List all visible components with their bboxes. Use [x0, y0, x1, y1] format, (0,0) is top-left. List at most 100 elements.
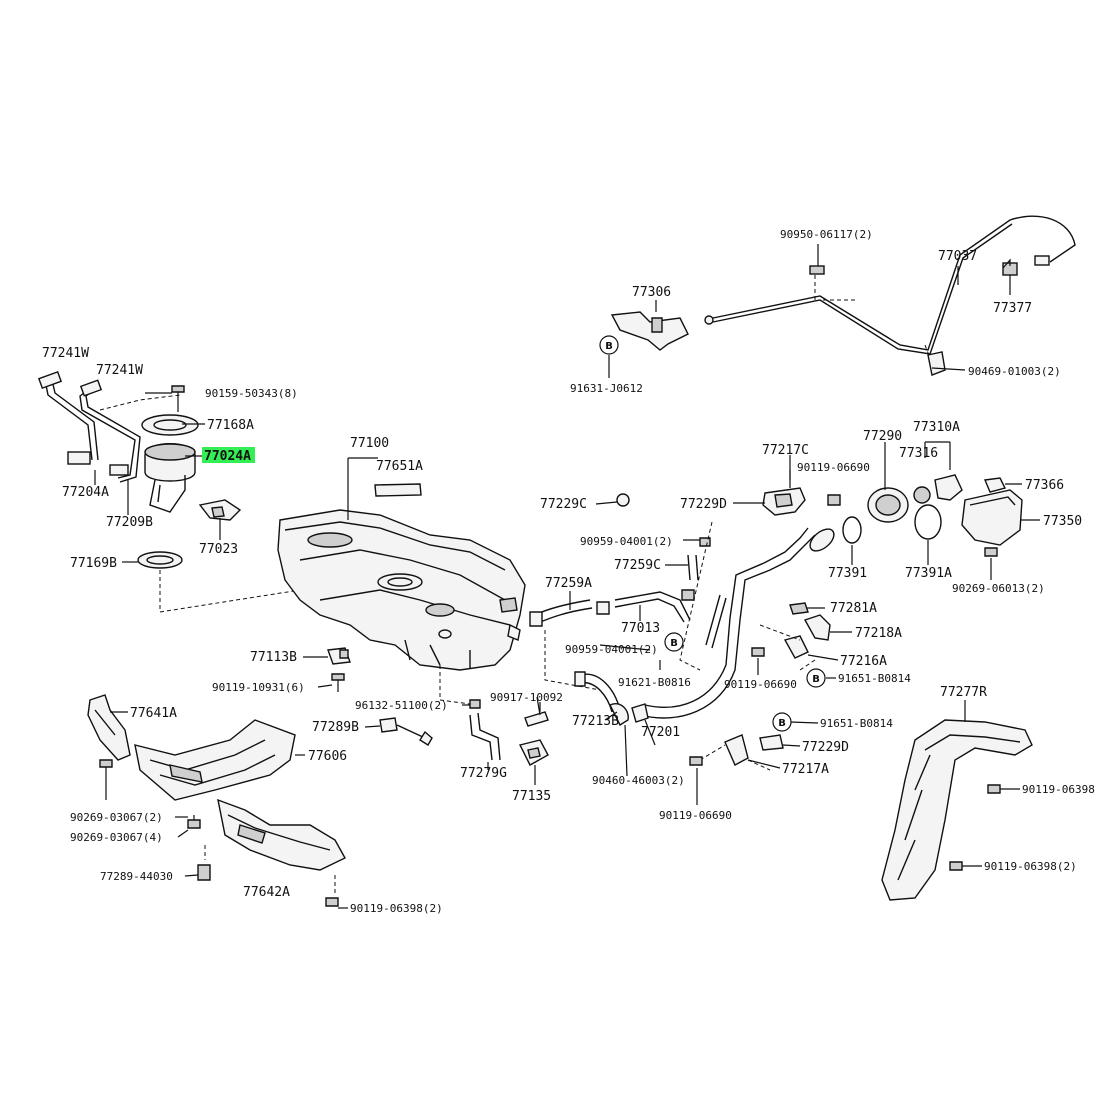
label-90460-46003[interactable]: 90460-46003(2): [592, 774, 685, 787]
label-90119-06690-c[interactable]: 90119-06690: [724, 678, 797, 691]
label-77241W-a[interactable]: 77241W: [42, 346, 89, 361]
label-77651A[interactable]: 77651A: [376, 459, 423, 474]
label-77213B[interactable]: 77213B: [572, 714, 619, 729]
label-77642A[interactable]: 77642A: [243, 885, 290, 900]
label-77023[interactable]: 77023: [199, 542, 238, 557]
fuel-pipe-77241W-a: [37, 370, 99, 465]
label-77217A[interactable]: 77217A: [782, 762, 829, 777]
label-90119-06398-c[interactable]: 90119-06398(2): [984, 860, 1077, 873]
label-77201[interactable]: 77201: [641, 725, 680, 740]
label-77366[interactable]: 77366: [1025, 478, 1064, 493]
cable-clamp: [809, 265, 825, 275]
label-77289-44030[interactable]: 77289-44030: [100, 870, 173, 883]
label-91631-J0612[interactable]: 91631-J0612: [570, 382, 643, 395]
label-90269-06013[interactable]: 90269-06013(2): [952, 582, 1045, 595]
label-77641A[interactable]: 77641A: [130, 706, 177, 721]
clamp-77229C: [616, 493, 630, 507]
label-77290[interactable]: 77290: [863, 429, 902, 444]
bracket-77218A: [803, 614, 831, 641]
fuel-door-opener-cable: [704, 215, 1076, 376]
bolt-90119-06690-a: [689, 756, 703, 766]
cap-77316: [913, 486, 931, 504]
bracket-77229D-b: [759, 734, 784, 751]
svg-text:B: B: [778, 718, 786, 729]
label-90959-04001-b[interactable]: 90959-04001(2): [565, 643, 658, 656]
label-77281A[interactable]: 77281A: [830, 601, 877, 616]
label-90269-03067-a[interactable]: 90269-03067(2): [70, 811, 163, 824]
label-77204A[interactable]: 77204A: [62, 485, 109, 500]
label-96132-51100[interactable]: 96132-51100(2): [355, 699, 448, 712]
svg-text:B: B: [812, 674, 820, 685]
clamp-77216A: [783, 635, 809, 659]
label-77209B[interactable]: 77209B: [106, 515, 153, 530]
fuel-pump-assembly-77024A: [144, 443, 196, 513]
label-77350[interactable]: 77350: [1043, 514, 1082, 529]
clip-96132: [469, 699, 481, 709]
label-77135[interactable]: 77135: [512, 789, 551, 804]
label-91651-B0814-b[interactable]: 91651-B0814: [820, 717, 893, 730]
label-77218A[interactable]: 77218A: [855, 626, 902, 641]
label-90959-04001-a[interactable]: 90959-04001(2): [580, 535, 673, 548]
label-90469-01003[interactable]: 90469-01003(2): [968, 365, 1061, 378]
fuel-door-77350: [961, 489, 1023, 546]
label-90119-10931[interactable]: 90119-10931(6): [212, 681, 305, 694]
canister-valve-77135: [518, 739, 549, 766]
label-77377[interactable]: 77377: [993, 301, 1032, 316]
label-77241W-b[interactable]: 77241W: [96, 363, 143, 378]
under-cover-77642A: [217, 798, 346, 871]
label-77229C[interactable]: 77229C: [540, 497, 587, 512]
label-90159-50343[interactable]: 90159-50343(8): [205, 387, 298, 400]
label-77306[interactable]: 77306: [632, 285, 671, 300]
label-90119-06690-b[interactable]: 90119-06690: [797, 461, 870, 474]
label-90119-06690-a[interactable]: 90119-06690: [659, 809, 732, 822]
label-77024A[interactable]: 77024A: [204, 449, 251, 464]
label-77289B[interactable]: 77289B: [312, 720, 359, 735]
label-77217C[interactable]: 77217C: [762, 443, 809, 458]
label-77216A[interactable]: 77216A: [840, 654, 887, 669]
label-77391[interactable]: 77391: [828, 566, 867, 581]
label-77168A[interactable]: 77168A: [207, 418, 254, 433]
label-77229D-a[interactable]: 77229D: [680, 497, 727, 512]
label-91651-B0814-a[interactable]: 91651-B0814: [838, 672, 911, 685]
retainer-ring-77168A: [141, 414, 199, 436]
clip-77289-44030: [197, 864, 211, 881]
label-90917-10092[interactable]: 90917-10092: [490, 691, 563, 704]
svg-text:B: B: [605, 341, 613, 352]
pipe-connector: [67, 451, 91, 465]
label-77279G[interactable]: 77279G: [460, 766, 507, 781]
label-77316[interactable]: 77316: [899, 446, 938, 461]
label-77113B[interactable]: 77113B: [250, 650, 297, 665]
bolt-90119-06690-c: [751, 647, 765, 657]
clamp-77113B: [327, 647, 351, 665]
label-77259C[interactable]: 77259C: [614, 558, 661, 573]
callout-b-2: B: [664, 632, 684, 652]
valve-90917: [524, 702, 549, 727]
label-77013[interactable]: 77013: [621, 621, 660, 636]
label-77259A[interactable]: 77259A: [545, 576, 592, 591]
label-77100[interactable]: 77100: [350, 436, 389, 451]
label-90119-06398-a[interactable]: 90119-06398(2): [350, 902, 443, 915]
callout-b-4: B: [772, 712, 792, 732]
label-90950-06117[interactable]: 90950-06117(2): [780, 228, 873, 241]
label-77277R[interactable]: 77277R: [940, 685, 987, 700]
label-91621-B0816[interactable]: 91621-B0816: [618, 676, 691, 689]
hose-77279G: [469, 712, 501, 761]
fender-liner-77277R: [881, 700, 1033, 901]
label-77310A[interactable]: 77310A: [913, 420, 960, 435]
label-77391A[interactable]: 77391A: [905, 566, 952, 581]
filler-neck-77290: [867, 487, 909, 523]
label-90269-03067-b[interactable]: 90269-03067(4): [70, 831, 163, 844]
bolt-90269-03067-a: [99, 759, 113, 800]
fuel-pipe-77241W-b: [79, 379, 141, 483]
bolt-90119-06398-a: [325, 897, 339, 907]
leader-lines: [94, 244, 1040, 909]
label-77229D-b[interactable]: 77229D: [802, 740, 849, 755]
label-90119-06398-b[interactable]: 90119-06398: [1022, 783, 1095, 796]
label-77606[interactable]: 77606: [308, 749, 347, 764]
label-77037[interactable]: 77037: [938, 249, 977, 264]
label-77169B[interactable]: 77169B: [70, 556, 117, 571]
gasket-77391A: [914, 504, 942, 540]
hose-77289B: [379, 717, 433, 746]
bolt-90119-06398-b: [987, 784, 1001, 794]
bracket-77217A: [699, 734, 771, 771]
